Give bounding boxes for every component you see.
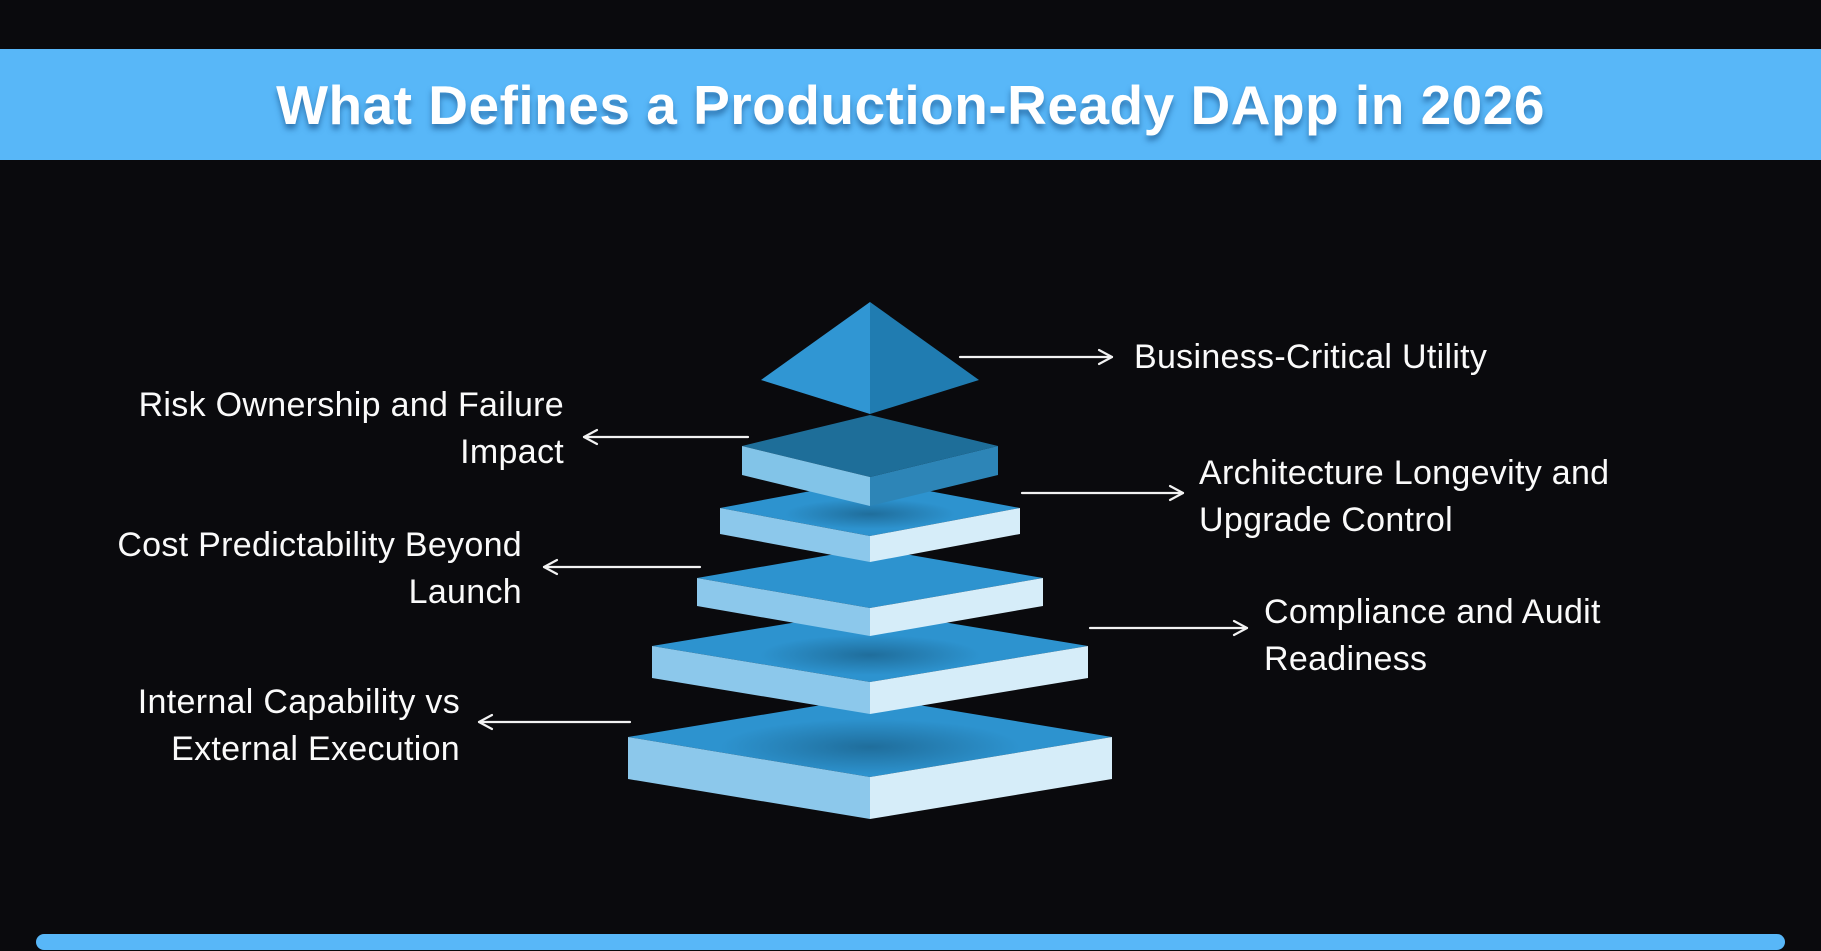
arrow-architecture: [1020, 484, 1185, 502]
layer6-left-face: [628, 737, 870, 819]
label-compliance-line1: Compliance and Audit: [1264, 593, 1601, 631]
layer5-left-face: [652, 646, 870, 714]
label-internal-capability: Internal Capability vs External Executio…: [138, 679, 460, 773]
pyramid-layer-4: [697, 548, 1043, 636]
label-architecture-line2: Upgrade Control: [1199, 501, 1453, 539]
pyramid-layer-2: [742, 415, 998, 506]
page-title: What Defines a Production-Ready DApp in …: [276, 73, 1545, 136]
layer3-shadow: [785, 499, 955, 529]
pyramid-layer-6: [628, 697, 1112, 819]
label-internal-line1: Internal Capability vs: [137, 683, 460, 721]
layer3-right-face: [870, 508, 1020, 562]
arrow-risk: [582, 428, 750, 446]
label-cost-predictability: Cost Predictability Beyond Launch: [117, 522, 522, 616]
label-business-line1: Business-Critical Utility: [1134, 338, 1488, 376]
layer5-shadow: [760, 635, 980, 675]
label-architecture-longevity: Architecture Longevity and Upgrade Contr…: [1199, 450, 1609, 544]
label-compliance-line2: Readiness: [1264, 640, 1428, 678]
arrow-cost: [542, 558, 702, 576]
arrow-business-critical: [958, 348, 1114, 366]
label-risk-line1: Risk Ownership and Failure: [138, 386, 564, 424]
label-cost-line2: Launch: [408, 573, 522, 611]
layer3-left-face: [720, 508, 870, 562]
footer-accent-bar: [36, 934, 1785, 950]
arrow-internal: [477, 713, 632, 731]
arrow-compliance: [1088, 619, 1249, 637]
layer6-right-face: [870, 737, 1112, 819]
layer4-right-face: [870, 578, 1043, 636]
layer5-right-face: [870, 646, 1088, 714]
layer2-right-face: [870, 446, 998, 506]
label-risk-ownership: Risk Ownership and Failure Impact: [139, 382, 564, 476]
layer6-shadow: [720, 719, 1020, 775]
label-risk-line2: Impact: [460, 433, 564, 471]
label-compliance-audit: Compliance and Audit Readiness: [1264, 589, 1601, 683]
apex-left-face: [761, 302, 870, 414]
label-business-critical: Business-Critical Utility: [1134, 334, 1487, 381]
layer4-left-face: [697, 578, 870, 636]
apex-right-face: [870, 302, 979, 414]
layer2-left-face: [742, 446, 870, 506]
label-architecture-line1: Architecture Longevity and: [1199, 454, 1610, 492]
pyramid-layer-5: [652, 610, 1088, 714]
header-banner: What Defines a Production-Ready DApp in …: [0, 49, 1821, 160]
pyramid-layer-3: [720, 480, 1020, 562]
label-cost-line1: Cost Predictability Beyond: [117, 526, 522, 564]
pyramid-apex: [761, 302, 979, 414]
label-internal-line2: External Execution: [171, 730, 460, 768]
